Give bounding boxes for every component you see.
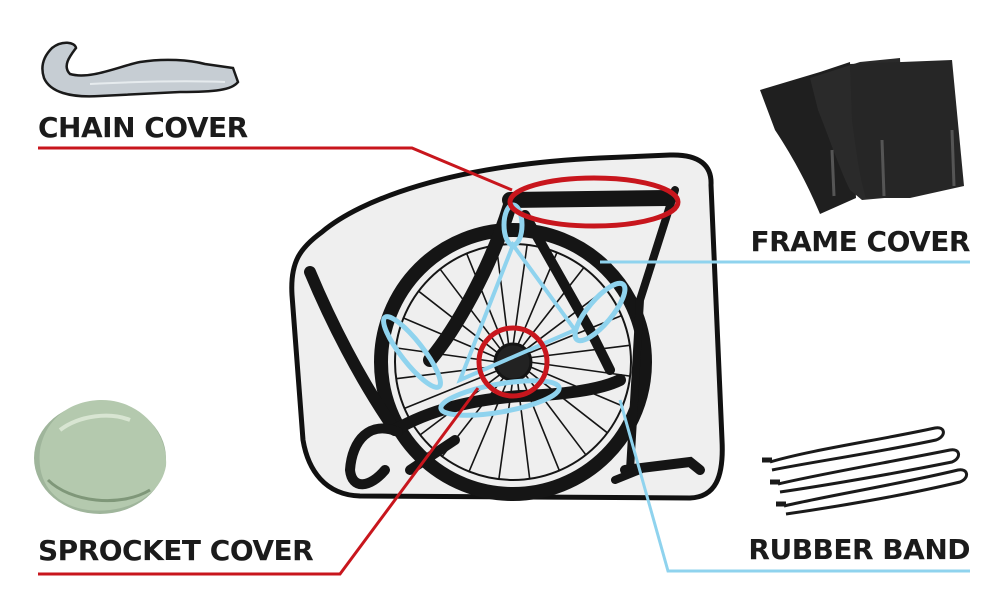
frame-cover-label: FRAME COVER <box>750 225 970 258</box>
chain-cover-leader <box>38 146 513 192</box>
sprocket-cover-leader <box>38 387 480 576</box>
rubber-band-loops <box>381 202 628 418</box>
chain-cover-label: CHAIN COVER <box>38 111 248 144</box>
sprocket-cover-label: SPROCKET COVER <box>38 534 314 567</box>
sprocket-cover-marker <box>476 325 550 399</box>
frame-cover-icon <box>760 58 964 214</box>
rubber-band-leader <box>618 399 970 573</box>
leader-lines <box>38 146 970 576</box>
chain-cover-marker <box>507 175 681 229</box>
sprocket-cover-icon <box>34 399 167 514</box>
chain-cover-icon <box>41 41 240 98</box>
rubber-band-label: RUBBER BAND <box>748 533 970 566</box>
rubber-band-icon <box>762 426 968 516</box>
